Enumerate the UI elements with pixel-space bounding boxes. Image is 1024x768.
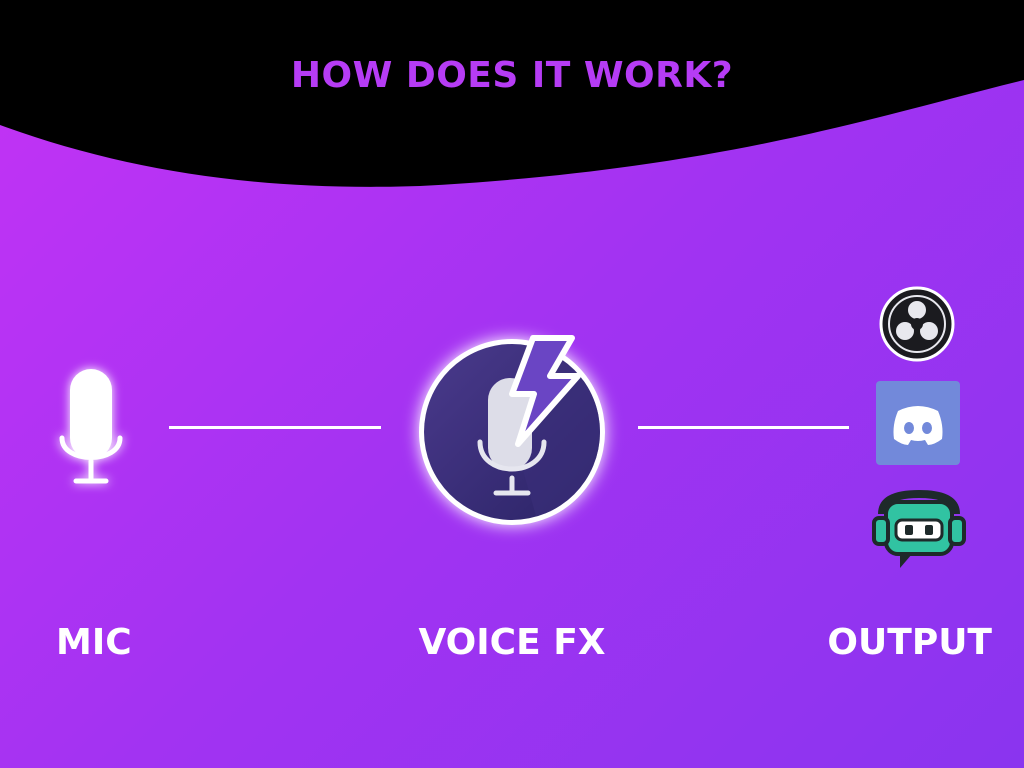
discord-icon [876, 381, 960, 465]
connector-mic-to-voicefx [169, 426, 381, 429]
connector-voicefx-to-output [638, 426, 849, 429]
microphone-icon [59, 369, 123, 484]
voicefx-logo-icon [419, 335, 605, 525]
voicefx-label: VOICE FX [418, 622, 606, 663]
obs-icon [879, 286, 955, 362]
streamlabs-icon [872, 489, 966, 568]
output-label: OUTPUT [827, 622, 992, 663]
mic-label: MIC [56, 622, 132, 663]
header-wave [0, 0, 1024, 187]
page-title: HOW DOES IT WORK? [290, 55, 734, 96]
